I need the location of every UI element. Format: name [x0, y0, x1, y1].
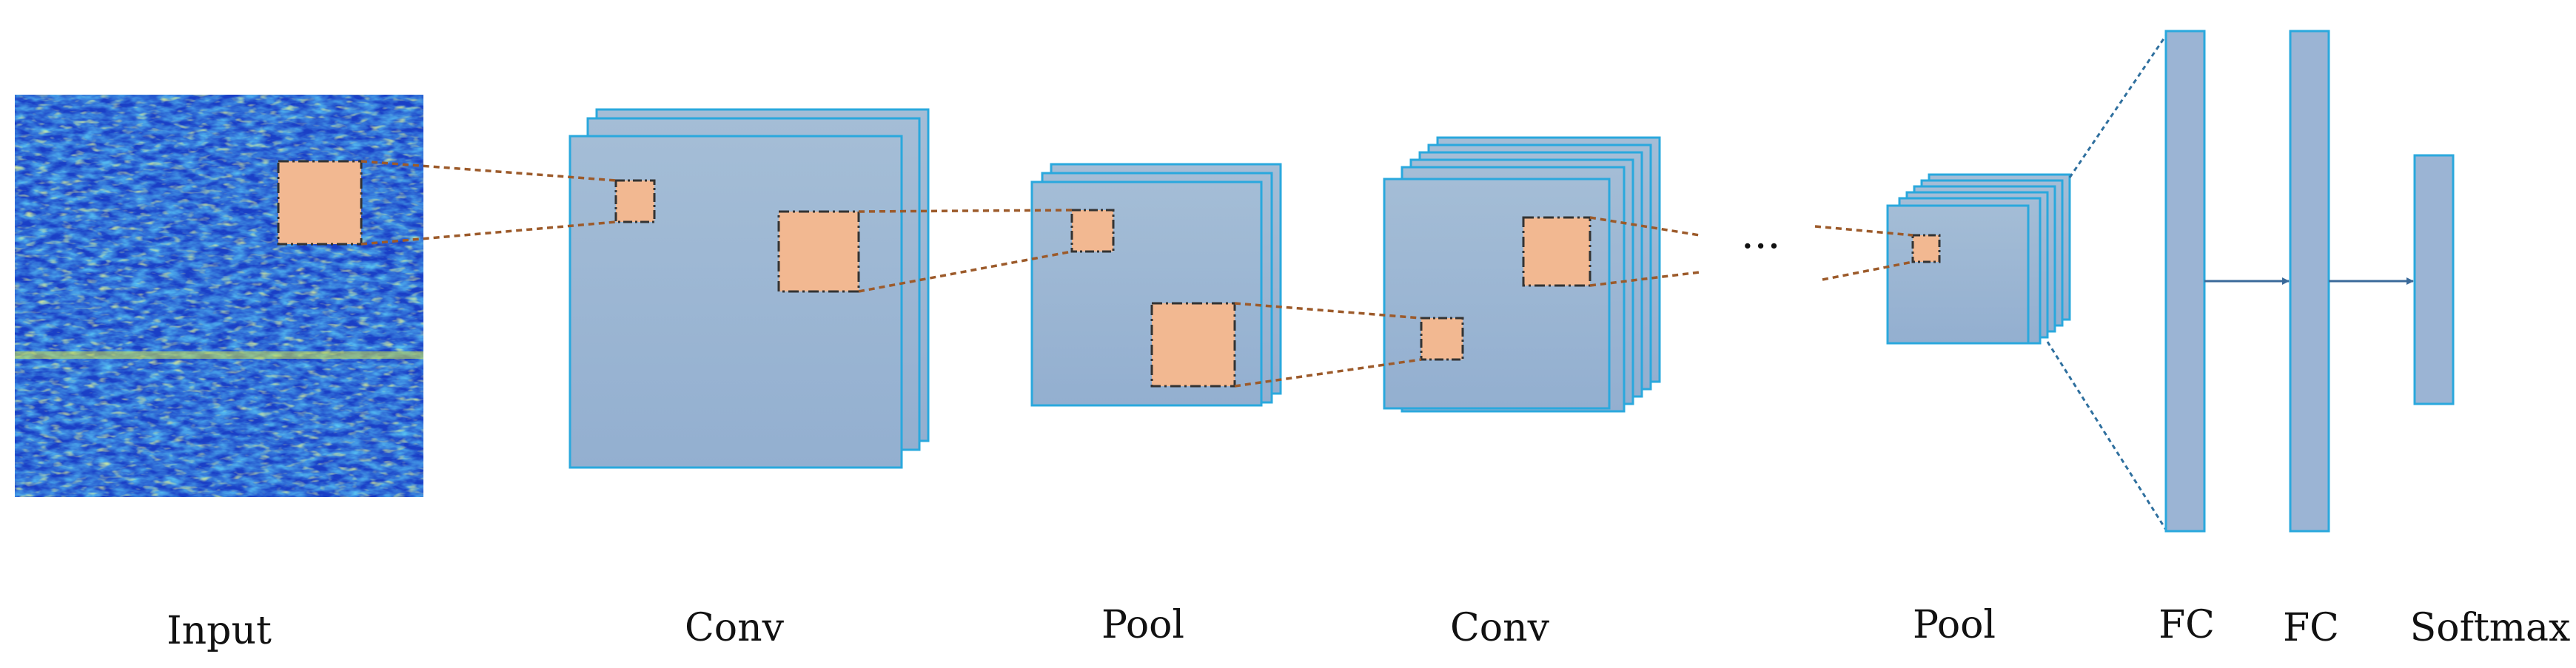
fc2-layer: [2289, 30, 2330, 533]
fc2-label: FC: [2283, 606, 2339, 650]
softmax-layer: [2413, 154, 2455, 405]
input-image: [15, 95, 423, 497]
fc-fan-lines: [2046, 35, 2167, 530]
pool2-feature-maps: [1886, 173, 2071, 345]
pool2-patch: [1911, 234, 1941, 263]
conv2-large-patch: [1522, 216, 1591, 287]
conv2-feature-maps: [1383, 136, 1661, 413]
ellipsis: ···: [1741, 223, 1780, 271]
pool2-label: Pool: [1913, 603, 1996, 647]
conv1-large-patch: [777, 210, 860, 293]
conv1-label: Conv: [685, 606, 785, 650]
pool1-large-patch: [1150, 302, 1236, 388]
input-label: Input: [167, 609, 272, 653]
conv1-small-patch: [614, 179, 656, 223]
pool1-label: Pool: [1101, 603, 1184, 647]
pool1-small-patch: [1070, 209, 1115, 253]
fc1-layer: [2164, 30, 2206, 533]
fc1-label: FC: [2159, 603, 2215, 647]
softmax-label: Softmax: [2410, 606, 2571, 650]
input-receptive-patch: [277, 160, 363, 246]
conv2-small-patch: [1420, 317, 1464, 361]
receptive-field-connectors: [360, 160, 1913, 388]
conv2-label: Conv: [1450, 606, 1550, 650]
